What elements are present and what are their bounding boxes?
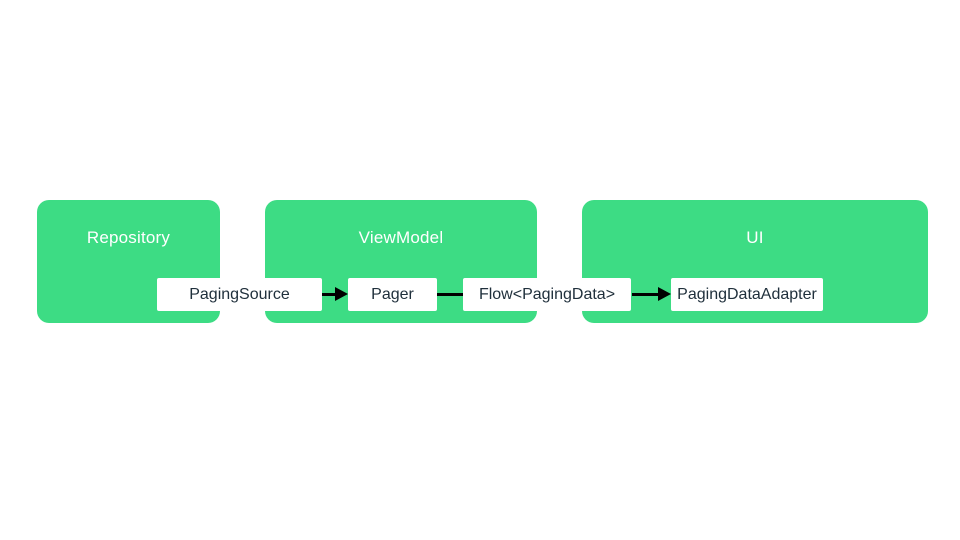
connector-flow-to-pagingdataadapter [632,293,660,296]
layer-block-repository: Repository [37,200,220,323]
arrow-right-icon [658,287,671,301]
component-label-pagingsource: PagingSource [189,285,290,303]
component-label-pager: Pager [371,285,414,303]
component-flow-pagingdata: Flow<PagingData> [463,278,631,311]
layer-title-viewmodel: ViewModel [358,228,444,247]
connector-pagingsource-to-pager [322,293,338,296]
arrow-right-icon [335,287,348,301]
layer-title-repository: Repository [86,228,171,247]
component-pagingsource: PagingSource [157,278,322,311]
component-pager: Pager [348,278,437,311]
connector-pager-to-flow [437,293,463,296]
component-pagingdataadapter: PagingDataAdapter [671,278,823,311]
component-label-pagingdataadapter: PagingDataAdapter [677,285,817,303]
layer-title-ui: UI [746,228,764,247]
component-label-flow-pagingdata: Flow<PagingData> [478,285,616,303]
